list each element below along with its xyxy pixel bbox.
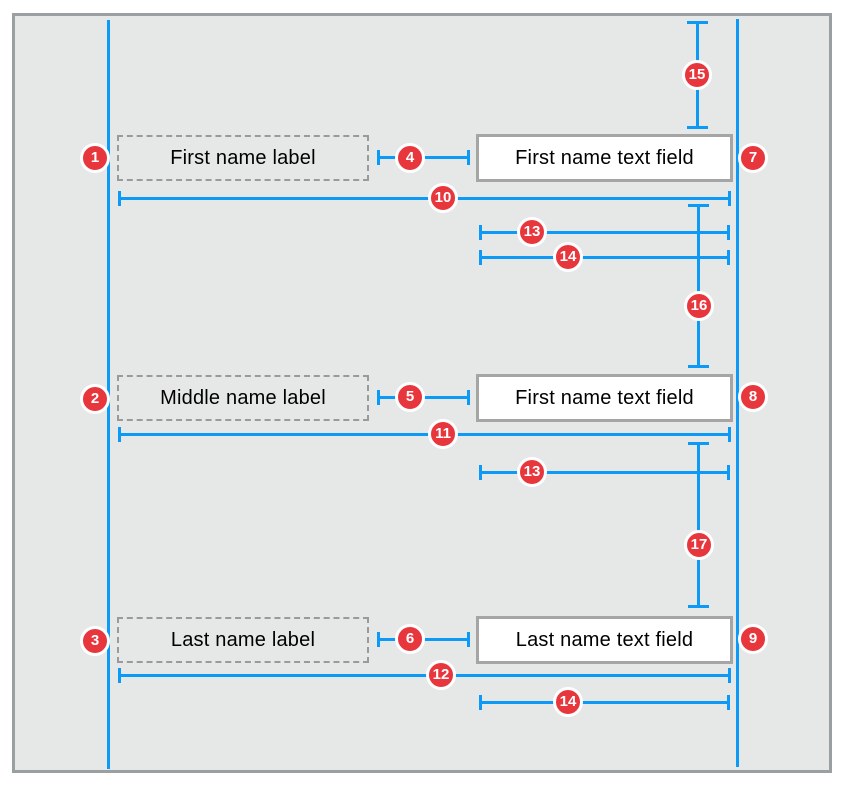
vertical-spacing-line-17 xyxy=(688,442,709,608)
field-width-line-14-top xyxy=(479,250,730,265)
constraint-badge-6: 6 xyxy=(395,624,425,654)
first-name-label-text: First name label xyxy=(170,146,316,169)
constraint-badge-5: 5 xyxy=(395,382,425,412)
middle-name-label-text: Middle name label xyxy=(160,386,326,409)
constraint-badge-11: 11 xyxy=(428,419,458,449)
constraint-badge-14-bottom: 14 xyxy=(553,687,583,717)
middle-name-label-box: Middle name label xyxy=(117,375,369,421)
row-width-line-12 xyxy=(118,668,731,683)
row-width-line-10 xyxy=(118,191,731,206)
constraint-badge-13-middle: 13 xyxy=(517,457,547,487)
constraint-badge-17: 17 xyxy=(684,530,714,560)
field-width-line-13-top xyxy=(479,225,730,240)
constraint-badge-9: 9 xyxy=(738,624,768,654)
first-name-text-field-box: First name text field xyxy=(476,134,733,182)
constraint-badge-7: 7 xyxy=(738,143,768,173)
last-name-text-field-box: Last name text field xyxy=(476,616,733,664)
constraint-badge-14-top: 14 xyxy=(553,242,583,272)
constraint-badge-15: 15 xyxy=(682,60,712,90)
row-width-line-11 xyxy=(118,427,731,442)
constraint-badge-12: 12 xyxy=(426,660,456,690)
constraint-badge-8: 8 xyxy=(738,382,768,412)
constraint-badge-3: 3 xyxy=(80,626,110,656)
constraint-badge-16: 16 xyxy=(684,291,714,321)
constraint-badge-10: 10 xyxy=(428,183,458,213)
trailing-margin-guide-line xyxy=(736,19,739,767)
constraint-badge-4: 4 xyxy=(395,143,425,173)
last-name-label-box: Last name label xyxy=(117,617,369,663)
vertical-spacing-line-16 xyxy=(688,204,709,368)
constraint-badge-2: 2 xyxy=(80,384,110,414)
constraint-badge-13-top: 13 xyxy=(517,217,547,247)
first-name-label-box: First name label xyxy=(117,135,369,181)
last-name-label-text: Last name label xyxy=(170,628,316,651)
middle-name-text-field-box: First name text field xyxy=(476,374,733,422)
field-width-line-14-bottom xyxy=(479,695,730,710)
first-name-text-field-text: First name text field xyxy=(515,146,694,169)
last-name-text-field-text: Last name text field xyxy=(515,628,694,651)
middle-name-text-field-text: First name text field xyxy=(515,386,694,409)
field-width-line-13-middle xyxy=(479,465,730,480)
constraint-badge-1: 1 xyxy=(80,143,110,173)
